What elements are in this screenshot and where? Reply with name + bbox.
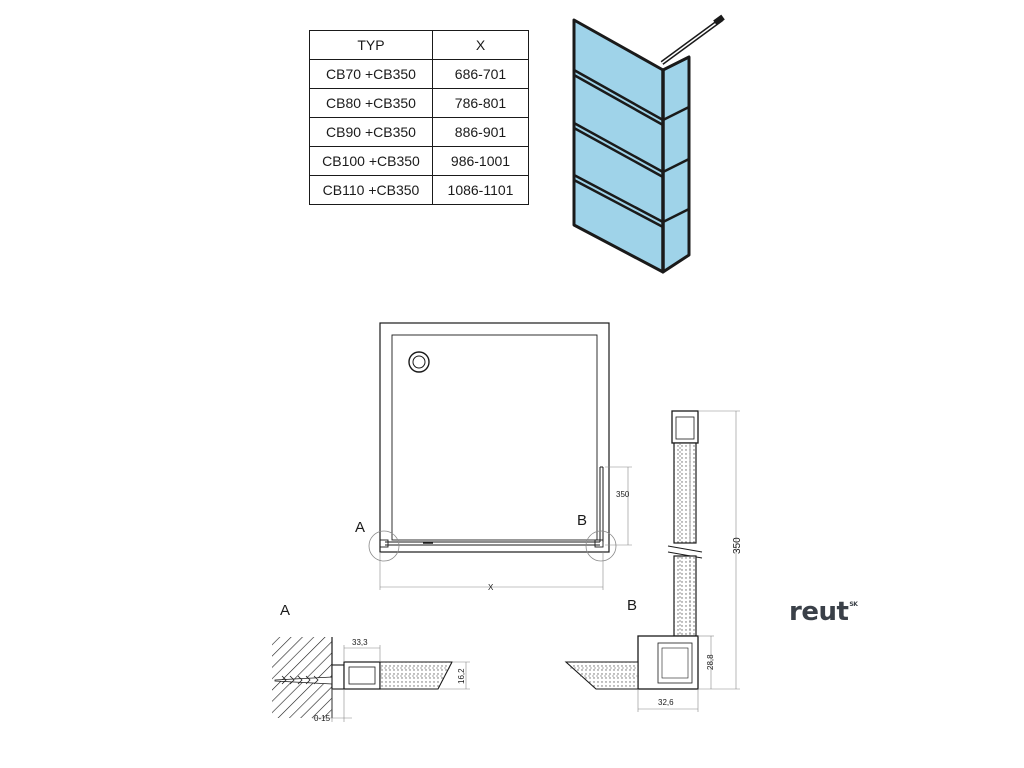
table-row: CB80 +CB350 786-801: [309, 88, 529, 118]
table-row: CB100 +CB350 986-1001: [309, 146, 529, 176]
detail-circle-b: [585, 530, 617, 562]
table-header-row: TYP X: [309, 30, 529, 60]
table-cell-type: CB80 +CB350: [309, 88, 433, 118]
label-detail-a: A: [280, 602, 290, 619]
detail-circle-a: [368, 530, 400, 562]
brand-logo: reutSK: [789, 597, 858, 627]
dim-32-6-label: 32,6: [658, 698, 674, 707]
dim-x-label: X: [488, 583, 494, 592]
isometric-panel-view: [572, 14, 725, 274]
brand-suffix: SK: [849, 601, 858, 608]
dim-350-plan-label: 350: [616, 490, 630, 499]
brand-name: reut: [789, 597, 849, 627]
spec-table: TYP X CB70 +CB350 686-701 CB80 +CB350 78…: [309, 30, 529, 205]
shower-tray-inner: [391, 334, 598, 541]
dim-16-2-label: 16,2: [457, 668, 466, 684]
detail-a-view: 33,3 16,2 0-15 A: [272, 602, 470, 723]
table-cell-type: CB90 +CB350: [309, 117, 433, 147]
table-cell-x: 1086-1101: [432, 175, 529, 205]
table-cell-x: 986-1001: [432, 146, 529, 176]
dim-350-side-label: 350: [732, 537, 743, 554]
label-point-a: A: [355, 519, 365, 536]
table-cell-x: 886-901: [432, 117, 529, 147]
shower-tray-outline: [379, 322, 610, 553]
main-glass-panel: [572, 18, 665, 274]
dim-28-8-label: 28,8: [706, 654, 715, 670]
table-row: CB90 +CB350 886-901: [309, 117, 529, 147]
drain-icon: [408, 351, 430, 373]
side-section-view: 350 28,8 32,6 B: [564, 410, 743, 712]
label-point-b: B: [577, 512, 587, 529]
table-cell-x: 786-801: [432, 88, 529, 118]
label-detail-b: B: [627, 597, 637, 614]
table-row: CB110 +CB350 1086-1101: [309, 175, 529, 205]
dim-33-3-label: 33,3: [352, 638, 368, 647]
header-typ: TYP: [309, 30, 433, 60]
plan-view: A B X 350: [355, 322, 632, 592]
dim-0-15-label: 0-15: [314, 714, 331, 723]
table-cell-type: CB110 +CB350: [309, 175, 433, 205]
header-x: X: [432, 30, 529, 60]
